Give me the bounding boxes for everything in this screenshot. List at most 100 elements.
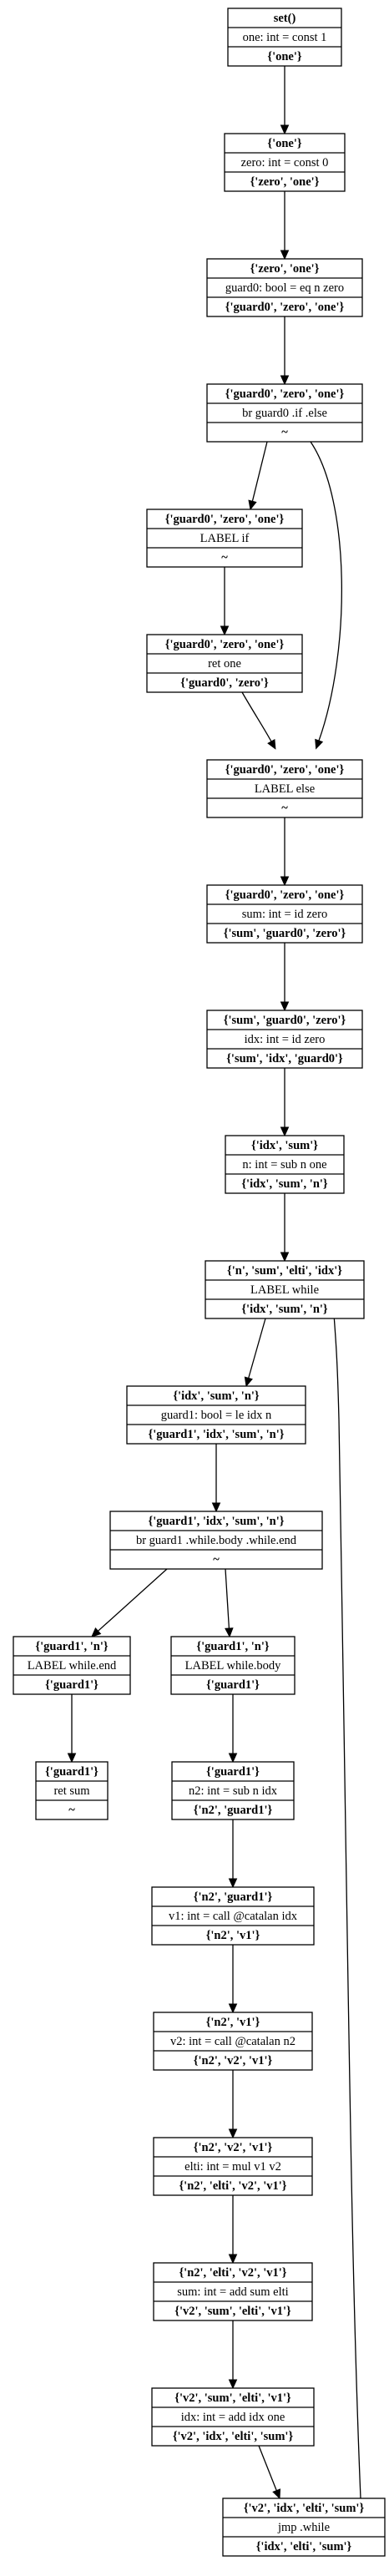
node-live-out: {'v2', 'sum', 'elti', 'v1'} — [174, 2305, 291, 2318]
node-box — [170, 1636, 296, 1695]
node-box — [206, 258, 363, 317]
edge-arrow — [280, 316, 290, 386]
graph-node: {'n', 'sum', 'elti', 'idx'}LABEL while{'… — [205, 1260, 365, 1319]
node-live-in: {'guard1'} — [206, 1765, 260, 1779]
node-box — [206, 884, 363, 944]
node-live-out: {'guard1', 'idx', 'sum', 'n'} — [149, 1428, 285, 1441]
node-instruction: LABEL else — [255, 782, 315, 796]
node-instruction: br guard0 .if .else — [242, 407, 327, 420]
graph-node: {'n2', 'elti', 'v2', 'v1'}sum: int = add… — [153, 2262, 313, 2321]
node-box — [13, 1636, 131, 1695]
graph-node: {'n2', 'guard1'} v1: int = call @catalan … — [151, 1886, 315, 1946]
node-live-in: {'one'} — [267, 137, 302, 150]
node-instruction: n: int = sub n one — [242, 1158, 326, 1172]
node-live-in: {'v2', 'idx', 'elti', 'sum'} — [244, 2502, 365, 2515]
node-box — [109, 1511, 323, 1570]
graph-node: {'sum', 'guard0', 'zero'}idx: int = id z… — [206, 1010, 363, 1069]
node-live-in: {'guard0', 'zero', 'one'} — [165, 638, 285, 651]
node-live-in: {'v2', 'sum', 'elti', 'v1'} — [174, 2391, 291, 2405]
node-live-out: ~ — [213, 1553, 220, 1566]
graph-node: {'guard1'}n2: int = sub n idx{'n2', 'gua… — [171, 1761, 295, 1820]
node-live-out: {'guard1'} — [206, 1678, 260, 1692]
edge-arrow — [228, 1819, 238, 1889]
graph-node: {'one'}zero: int = const 0{'zero', 'one'… — [224, 133, 346, 192]
node-live-out: {'guard1'} — [45, 1678, 99, 1692]
node-box — [35, 1761, 109, 1820]
node-box — [222, 2498, 386, 2557]
node-live-in: {'guard1', 'n'} — [35, 1640, 108, 1653]
edge-arrow — [326, 1272, 361, 2499]
graph-node: {'guard0', 'zero', 'one'} LABEL else ~ — [206, 759, 363, 818]
node-box — [206, 383, 363, 443]
node-instruction: idx: int = id zero — [245, 1033, 326, 1046]
graph-node: {'n2', 'v2', 'v1'}elti: int = mul v1 v2{… — [153, 2137, 313, 2196]
node-live-in: {'idx', 'sum'} — [251, 1139, 318, 1152]
node-live-out: {'sum', 'guard0', 'zero'} — [224, 927, 346, 940]
edge-arrow — [225, 1568, 234, 1638]
node-live-out: ~ — [281, 426, 288, 439]
node-box — [206, 1010, 363, 1069]
node-live-in: {'n', 'sum', 'elti', 'idx'} — [227, 1264, 342, 1278]
node-instruction: LABEL if — [200, 532, 250, 545]
edge-arrow — [228, 1694, 238, 1764]
edge-arrow — [280, 817, 290, 887]
node-box — [224, 133, 346, 192]
node-live-in: {'guard0', 'zero', 'one'} — [165, 513, 285, 526]
node-instruction: LABEL while.end — [28, 1659, 117, 1673]
node-live-out: {'guard0', 'zero'} — [180, 676, 269, 690]
node-box — [151, 1886, 315, 1946]
node-box — [227, 8, 342, 67]
node-live-in: {'n2', 'guard1'} — [194, 1890, 273, 1904]
node-instruction: guard1: bool = le idx n — [161, 1409, 272, 1422]
graph-node: {'guard1', 'n'} LABEL while.body {'guard1'… — [170, 1636, 296, 1695]
edge-arrow — [91, 1568, 168, 1637]
node-live-in: {'idx', 'sum', 'n'} — [173, 1389, 260, 1403]
node-instruction: ret sum — [53, 1784, 90, 1798]
node-live-in: {'zero', 'one'} — [250, 262, 320, 276]
node-instruction: LABEL while — [250, 1283, 319, 1297]
graph-node: {'guard0', 'zero', 'one'}sum: int = id z… — [206, 884, 363, 944]
node-live-in: {'guard0', 'zero', 'one'} — [225, 387, 345, 401]
node-instruction: one: int = const 1 — [243, 31, 327, 44]
node-instruction: LABEL while.body — [185, 1659, 281, 1673]
node-live-out: {'sum', 'idx', 'guard0'} — [226, 1052, 343, 1065]
edges-layer — [67, 66, 361, 2500]
node-live-out: {'n2', 'v1'} — [206, 1929, 260, 1942]
edge-arrow — [228, 2195, 238, 2265]
node-live-in: {'guard1', 'n'} — [196, 1640, 269, 1653]
node-live-out: {'v2', 'idx', 'elti', 'sum'} — [173, 2430, 294, 2443]
node-instruction: guard0: bool = eq n zero — [225, 281, 344, 295]
edge-arrow — [241, 691, 276, 750]
node-live-out: {'guard0', 'zero', 'one'} — [225, 301, 345, 314]
edge-arrow — [280, 66, 290, 135]
node-live-out: ~ — [68, 1804, 75, 1817]
graph-node: set()one: int = const 1{'one'} — [227, 8, 342, 67]
node-instruction: v1: int = call @catalan idx — [169, 1910, 298, 1923]
node-live-out: {'idx', 'elti', 'sum'} — [256, 2540, 352, 2553]
edge-arrow — [220, 567, 230, 636]
node-live-out: ~ — [281, 802, 288, 815]
graph-node: {'n2', 'v1'}v2: int = call @catalan n2{'… — [153, 2012, 313, 2071]
graph-node: {'guard0', 'zero', 'one'} br guard0 .if .… — [206, 383, 363, 443]
node-box — [171, 1761, 295, 1820]
node-box — [205, 1260, 365, 1319]
node-box — [225, 1135, 345, 1194]
edge-arrow — [280, 191, 290, 261]
edge-arrow — [228, 1945, 238, 2014]
graph-node: {'guard0', 'zero', 'one'}ret one{'guard0… — [146, 634, 303, 693]
graph-node: {'guard1', 'n'} LABEL while.end {'guard1'} — [13, 1636, 131, 1695]
node-box — [146, 634, 303, 693]
graph-node: {'zero', 'one'} guard0: bool = eq n zero {… — [206, 258, 363, 317]
node-instruction: br guard1 .while.body .while.end — [136, 1534, 297, 1547]
node-live-in: {'n2', 'v1'} — [206, 2016, 260, 2029]
node-live-in: {'guard0', 'zero', 'one'} — [225, 763, 345, 777]
node-live-out: ~ — [221, 551, 228, 564]
edge-arrow — [211, 1444, 221, 1513]
node-live-in: set() — [274, 12, 296, 25]
node-instruction: jmp .while — [277, 2521, 330, 2534]
node-live-in: {'n2', 'v2', 'v1'} — [194, 2141, 273, 2154]
node-live-out: {'idx', 'sum', 'n'} — [241, 1177, 328, 1191]
node-live-out: {'n2', 'elti', 'v2', 'v1'} — [179, 2179, 286, 2193]
node-live-in: {'guard0', 'zero', 'one'} — [225, 888, 345, 902]
graph-node: {'guard1', 'idx', 'sum', 'n'}br guard1 .… — [109, 1511, 323, 1570]
